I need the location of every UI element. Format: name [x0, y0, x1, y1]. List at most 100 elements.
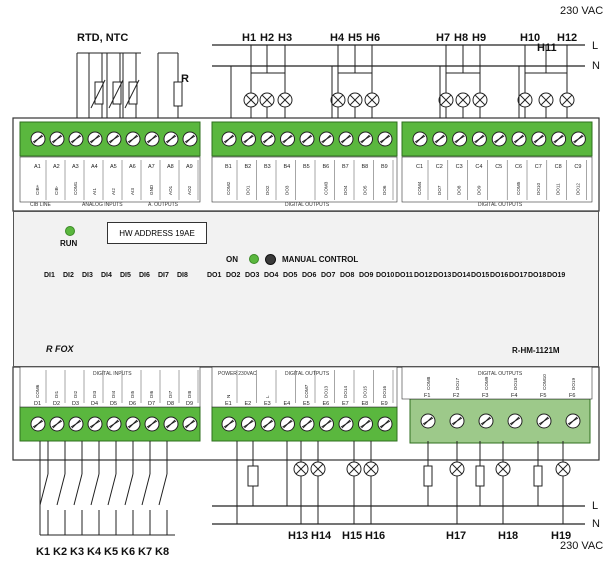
hw-address-box: HW ADDRESS 19AE	[107, 222, 207, 244]
terminal-signal: AI2	[111, 188, 116, 195]
screw-slot	[435, 134, 445, 144]
terminal-id: E9	[381, 401, 388, 407]
lamp-label: H8	[454, 32, 469, 44]
do-label: DO11	[395, 272, 413, 279]
terminal-id: D5	[110, 401, 117, 407]
lamp-cross	[451, 463, 463, 475]
lamp-label: H16	[365, 530, 386, 542]
terminal-signal: DO19	[571, 378, 576, 390]
do-label: DO4	[264, 272, 279, 279]
terminal-signal: DI6	[149, 390, 154, 398]
terminal-id: F4	[511, 393, 517, 399]
terminal-id: F3	[482, 393, 488, 399]
label-strip	[401, 156, 593, 203]
screw-slot	[33, 419, 43, 429]
terminal-signal: CIB-	[54, 185, 59, 195]
terminal-id: D8	[167, 401, 174, 407]
section-label: DIGITAL OUTPUTS	[478, 371, 523, 377]
terminal-signal: AO2	[187, 185, 192, 195]
terminal-signal: N	[226, 395, 231, 398]
terminal-signal: DI2	[73, 390, 78, 398]
lamp-cross	[497, 463, 509, 475]
do-label: DO18	[528, 272, 547, 279]
terminal-id: B9	[381, 164, 388, 170]
relay-block-bottom	[409, 398, 591, 444]
switch-icon	[73, 473, 83, 506]
terminal-id: E7	[342, 401, 349, 407]
screw-slot	[322, 419, 331, 429]
terminal-signal: DO16	[382, 386, 387, 398]
screw-slot	[244, 419, 253, 429]
manual-control-button[interactable]	[265, 254, 276, 265]
screw-slot	[147, 134, 157, 144]
terminal-id: C3	[456, 164, 463, 170]
lamp-label: H13	[288, 530, 309, 542]
terminal-id: D9	[186, 401, 193, 407]
terminal-signal: DI8	[187, 390, 192, 398]
lamp-cross	[365, 463, 377, 475]
di-label: DI6	[139, 272, 150, 279]
terminal-id: F1	[424, 393, 430, 399]
screw-slot	[185, 134, 195, 144]
terminal-id: D2	[53, 401, 60, 407]
terminal-id: A4	[91, 164, 98, 170]
terminal-signal: DI7	[168, 390, 173, 398]
switch-icon	[90, 473, 100, 506]
terminal-signal: DO17	[455, 378, 460, 390]
lamp-cross	[561, 94, 573, 106]
lamp-label: H4	[330, 32, 345, 44]
terminal-id: B4	[284, 164, 291, 170]
do-label: DO7	[321, 272, 336, 279]
screw-slot	[341, 419, 351, 429]
terminal-id: A3	[72, 164, 79, 170]
lamp-label: H10	[520, 32, 541, 44]
terminal-id: C8	[555, 164, 562, 170]
switch-label: K8	[155, 546, 170, 558]
lamp-cross	[295, 463, 307, 475]
terminal-signal: DO18	[513, 378, 518, 390]
screw-slot	[475, 134, 484, 144]
screw-slot	[90, 419, 100, 429]
terminal-id: E8	[362, 401, 369, 407]
terminal-id: E5	[303, 401, 310, 407]
terminal-id: A2	[53, 164, 60, 170]
switch-label: K6	[121, 546, 136, 558]
front-panel	[13, 211, 599, 367]
lamp-label: H5	[348, 32, 363, 44]
terminal-id: F6	[569, 393, 575, 399]
switch-label: K7	[138, 546, 153, 558]
line-n-top: N	[592, 60, 600, 72]
resistor-icon	[173, 81, 183, 107]
model-label: R-HM-1121M	[512, 346, 560, 355]
screw-slot	[361, 419, 370, 429]
terminal-signal: DI1	[54, 390, 59, 398]
screw-slot	[380, 419, 390, 429]
manual-control-label: MANUAL CONTROL	[282, 255, 359, 264]
screw-slot	[52, 419, 62, 429]
lamp-cross	[348, 463, 360, 475]
lamp-cross	[332, 94, 344, 106]
screw-slot	[361, 134, 370, 144]
do-label: DO12	[414, 272, 433, 279]
label-strip	[211, 156, 398, 203]
rtd-diagonal	[90, 79, 106, 109]
terminal-id: B3	[264, 164, 271, 170]
do-label: DO9	[359, 272, 374, 279]
terminal-signal: DO15	[363, 386, 368, 398]
screw-slot	[539, 416, 549, 426]
do-label: DO13	[433, 272, 452, 279]
terminal-id: B1	[225, 164, 232, 170]
terminal-signal: AI3	[130, 188, 135, 195]
lamp-cross	[557, 463, 569, 475]
terminal-signal: DO6	[382, 185, 387, 195]
di-label: DI3	[82, 272, 93, 279]
section-label: POWER 230VAC	[218, 371, 257, 377]
switch-label: K2	[53, 546, 68, 558]
screw-slot	[481, 416, 491, 426]
do-label: DO14	[452, 272, 471, 279]
screw-slot	[71, 419, 81, 429]
terminal-id: A6	[129, 164, 136, 170]
switch-icon	[56, 473, 66, 506]
section-label: ANALOG INPUTS	[82, 202, 123, 208]
run-led	[65, 226, 75, 236]
